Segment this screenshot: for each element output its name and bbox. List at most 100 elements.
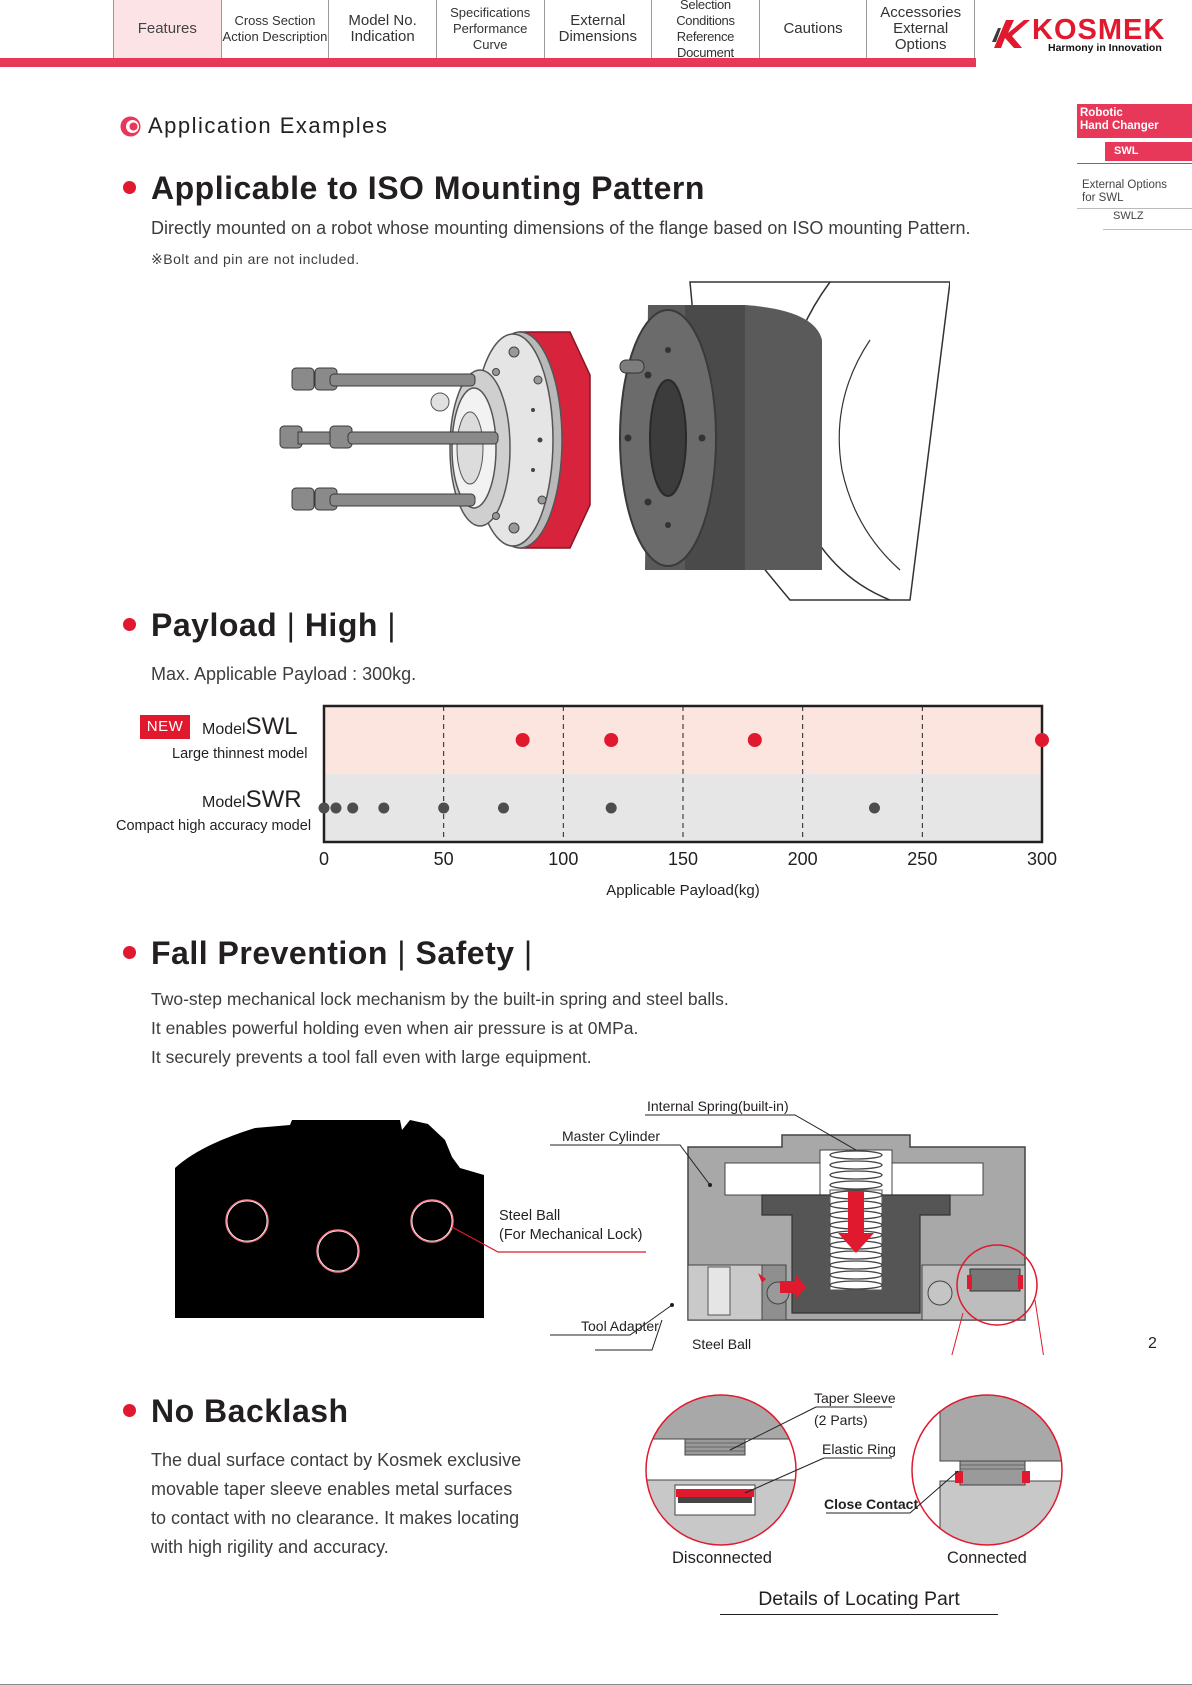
iso-body: Directly mounted on a robot whose mounti… (151, 218, 971, 238)
backlash-line: movable taper sleeve enables metal surfa… (151, 1479, 513, 1499)
label-master-cylinder: Master Cylinder (562, 1128, 660, 1144)
label-elastic-ring: Elastic Ring (822, 1441, 896, 1457)
page-number: 2 (1148, 1335, 1157, 1352)
label-internal-spring: Internal Spring(built-in) (647, 1098, 789, 1114)
point-swl (747, 733, 762, 747)
heading-bullet-icon (123, 181, 136, 195)
model-prefix: Model (202, 721, 246, 738)
tab-label: Cross Section (234, 13, 316, 28)
tab-external-dimensions[interactable]: External Dimensions (543, 0, 652, 58)
label-line: (For Mechanical Lock) (499, 1227, 643, 1243)
sidebar-item-swlz[interactable]: SWLZ (1113, 210, 1144, 222)
chart-points (318, 733, 1049, 814)
swl-model-desc: Large thinnest model (172, 746, 308, 762)
label-close-contact: Close Contact (824, 1496, 918, 1512)
heading-separator: | (514, 935, 533, 971)
x-tick-label: 150 (668, 849, 698, 869)
fall-line: It enables powerful holding even when ai… (151, 1018, 639, 1038)
tab-accessories[interactable]: Accessories External Options (866, 0, 975, 58)
fall-heading: Fall Prevention | Safety | (123, 935, 533, 972)
heading-bullet-icon (123, 1404, 136, 1418)
section-bullet-icon (120, 116, 141, 136)
tab-sublabel: Reference Document (676, 29, 735, 60)
caption-connected: Connected (947, 1549, 1027, 1567)
x-tick-label: 300 (1027, 849, 1057, 869)
iso-mounting-illustration (279, 281, 950, 601)
tab-model-no[interactable]: Model No. Indication (328, 0, 436, 58)
iso-note: ※Bolt and pin are not included. (151, 251, 360, 267)
tab-sublabel: Indication (350, 28, 415, 45)
payload-heading-tag: High (304, 607, 378, 643)
connected-detail (912, 1395, 1062, 1545)
kosmek-logo[interactable]: KOSMEK Harmony in Innovation (990, 14, 1175, 54)
label-line: Steel Ball (499, 1208, 561, 1224)
tab-specifications[interactable]: Specifications Performance Curve (435, 0, 544, 58)
point-swr (318, 802, 330, 814)
point-swr (868, 802, 880, 814)
swr-model-label: ModelSWR (202, 786, 302, 814)
backlash-heading: No Backlash (123, 1393, 349, 1430)
swl-model-label: ModelSWL (202, 713, 298, 741)
backlash-body: The dual surface contact by Kosmek exclu… (151, 1446, 521, 1562)
steel-ball-photo (175, 1120, 646, 1318)
sidebar-item-robotic-hand-changer[interactable]: Robotic Hand Changer (1077, 104, 1192, 138)
backlash-heading-text: No Backlash (151, 1393, 349, 1429)
tab-label: Specifications (450, 5, 531, 20)
backlash-line: to contact with no clearance. It makes l… (151, 1508, 520, 1528)
iso-heading-text: Applicable to ISO Mounting Pattern (151, 170, 705, 206)
tab-cross-section[interactable]: Cross Section Action Description (220, 0, 329, 58)
tab-selection-conditions[interactable]: Selection Conditions Reference Document (651, 0, 759, 60)
point-swr (378, 802, 390, 814)
tab-features[interactable]: Features (113, 0, 221, 58)
x-tick-label: 50 (434, 849, 454, 869)
point-swr (498, 802, 509, 814)
tab-label: Cautions (783, 20, 843, 37)
fall-line: It securely prevents a tool fall even wi… (151, 1047, 592, 1067)
x-tick-label: 100 (548, 849, 578, 869)
tab-label: Model No. (348, 12, 417, 29)
disconnected-detail (646, 1395, 796, 1545)
heading-separator: | (377, 607, 397, 643)
fall-line: Two-step mechanical lock mechanism by th… (151, 989, 729, 1009)
fall-heading-text: Fall Prevention (151, 935, 388, 971)
nav-underline (0, 58, 976, 67)
backlash-line: The dual surface contact by Kosmek exclu… (151, 1450, 522, 1470)
model-name: SWL (245, 713, 298, 740)
tab-label: Accessories (880, 4, 962, 21)
new-badge: NEW (140, 715, 190, 739)
model-name: SWR (245, 786, 302, 813)
x-tick-label: 0 (319, 849, 329, 869)
point-swr (605, 802, 617, 814)
sidebar-item-external-options[interactable]: External Options for SWL (1082, 179, 1167, 205)
payload-heading-text: Payload (151, 607, 278, 643)
heading-bullet-icon (123, 946, 136, 960)
detail-title: Details of Locating Part (720, 1588, 998, 1615)
logo-mark-icon (992, 20, 1030, 48)
chart-frame (322, 704, 1044, 844)
swr-model-desc: Compact high accuracy model (116, 818, 312, 834)
model-prefix: Model (202, 794, 246, 811)
fall-heading-tag: Safety (415, 935, 515, 971)
tab-cautions[interactable]: Cautions (758, 0, 867, 58)
caption-disconnected: Disconnected (672, 1549, 772, 1567)
x-tick-label: 200 (788, 849, 818, 869)
tab-label: External (570, 12, 626, 29)
point-swl (515, 733, 530, 747)
heading-separator: | (387, 935, 416, 971)
tab-label: Features (137, 20, 197, 37)
payload-body: Max. Applicable Payload : 300kg. (151, 664, 417, 684)
section-title: Application Examples (120, 113, 388, 139)
top-navigation: Features Cross Section Action Descriptio… (113, 0, 975, 60)
logo-tagline: Harmony in Innovation (1048, 42, 1162, 54)
sidebar-group-line1: External Options (1082, 179, 1168, 191)
sidebar-group-line1: Robotic (1080, 107, 1123, 119)
sidebar-item-swl[interactable]: SWL (1105, 142, 1192, 161)
point-swr (330, 802, 342, 814)
lock-cross-section-diagram: Internal Spring(built-in) Master Cylinde… (550, 1098, 1044, 1355)
logo-word: KOSMEK (1032, 14, 1166, 46)
label-taper-sleeve: Taper Sleeve (814, 1390, 896, 1406)
label-taper-parts: (2 Parts) (814, 1412, 868, 1428)
sidebar-divider (1077, 208, 1192, 209)
